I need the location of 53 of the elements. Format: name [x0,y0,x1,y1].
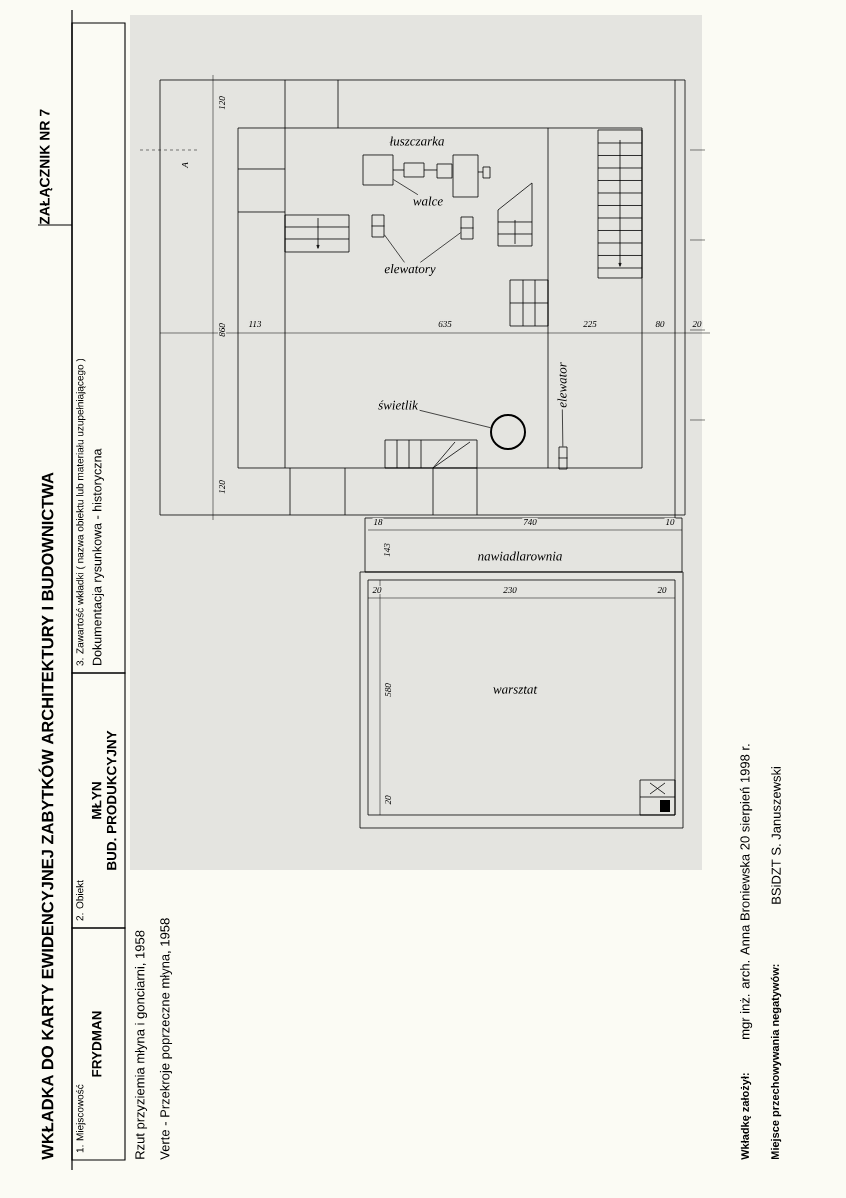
caption-line: Verte - Przekroje poprzeczne młyna, 1958 [159,918,173,1160]
caption-line: Rzut przyziemia młyna i gonciarni, 1958 [134,930,148,1159]
leader-line [393,179,419,196]
field-value: mgr inż. arch. Anna Broniewska 20 sierpień 1998 r. [739,744,753,1039]
field-value: MŁYN [91,782,102,819]
dimension-label: 20 [371,585,383,595]
square-symbol [460,216,474,240]
dimension-label: 18 [372,517,384,527]
circle-symbol [490,414,526,450]
dimension-label: 20 [691,319,703,328]
dimension-label: 120 [217,479,227,495]
field-label: 1. Miejscowość [76,1084,86,1153]
field-value: BSiDZT S. Januszewski [771,767,781,904]
field-label: 2. Obiekt [76,880,84,921]
dimension-label: 580 [383,682,393,698]
dimension-label: 143 [383,542,392,558]
field-value: BUD. PRODUKCYJNY [106,730,117,870]
handwritten-label: elewator [557,362,567,408]
leader-line [419,409,491,429]
annex-number: ZAŁĄCZNIK NR 7 [39,109,53,225]
handwritten-label: elewatory [384,264,436,276]
dimension-label: 120 [217,95,227,111]
dimension-label: 20 [383,794,393,806]
leader-line [419,232,461,263]
dimension-label: 230 [502,585,518,595]
dimension-label: 635 [437,319,453,328]
leader-line [562,409,564,447]
handwritten-label: łuszczarka [388,135,446,147]
field-label: 3. Zawartość wkładki ( nazwa obiektu lub materiału uzupełniającego ) [76,358,86,666]
dimension-label: 10 [664,517,676,527]
dimension-label: 113 [247,319,263,328]
leader-line [384,234,405,263]
section-mark: A [181,161,189,169]
room-label: nawiadlarownia [476,550,564,562]
square-symbol [371,214,385,238]
form-title: WKŁADKA DO KARTY EWIDENCYJNEJ ZABYTKÓW ARCHITEKTURY I BUDOWNICTWA [38,472,54,1160]
dimension-label: 20 [656,585,668,595]
field-label: Miejsce przechowywania negatywów: [770,964,782,1160]
handwritten-label: walce [413,196,443,206]
dimension-label: 225 [582,319,598,328]
dimension-label: 860 [217,322,227,338]
room-label: warsztat [491,685,539,695]
field-value: FRYDMAN [92,1011,102,1077]
dimension-label: 740 [522,517,538,527]
square-symbol [558,446,568,470]
field-value: Dokumentacja rysunkowa - historyczna [92,448,104,665]
form-cell [71,22,126,674]
handwritten-label: świetlik [378,400,419,410]
machine-box [362,154,394,186]
form-cell [71,672,126,929]
field-label: Wkładkę założył: [740,1073,752,1160]
form-cell [71,927,126,1161]
dimension-label: 80 [654,319,666,328]
